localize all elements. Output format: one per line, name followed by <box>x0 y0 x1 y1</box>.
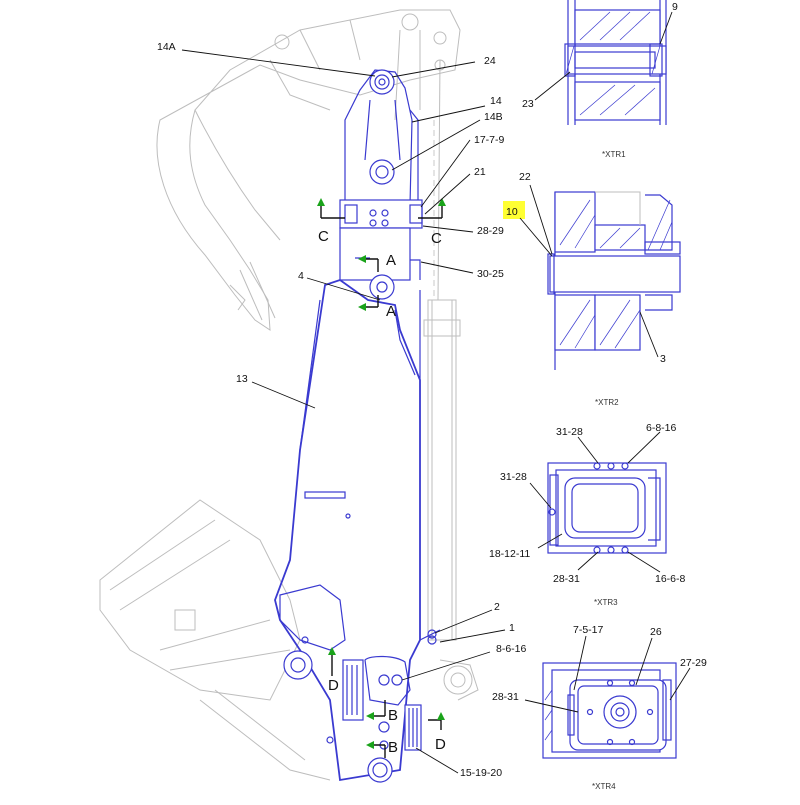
section-markers: C C A A D D B B <box>317 198 446 758</box>
section-label-b-top: B <box>388 707 398 724</box>
callout-27-29: 27-29 <box>680 657 707 669</box>
callout-4: 4 <box>298 270 304 282</box>
callout-18-12-11: 18-12-11 <box>489 548 530 560</box>
section-label-c-right: C <box>431 230 442 247</box>
detail-xtr3: 31-28 6-8-16 31-28 18-12-11 28-31 16-6-8… <box>489 422 686 607</box>
callout-16-6-8: 16-6-8 <box>655 573 686 585</box>
callout-3: 3 <box>660 353 666 365</box>
callout-28-31-xtr3: 28-31 <box>553 573 580 585</box>
callout-28-31-xtr4: 28-31 <box>492 691 519 703</box>
section-label-d-right: D <box>435 736 446 753</box>
callout-2: 2 <box>494 601 500 613</box>
callout-31-28-left: 31-28 <box>500 471 527 483</box>
section-label-b-bottom: B <box>388 739 398 756</box>
detail-xtr4: 7-5-17 26 27-29 28-31 *XTR4 <box>492 624 707 791</box>
stick-assembly <box>274 69 441 783</box>
callout-14b: 14B <box>484 111 503 123</box>
callout-15-19-20: 15-19-20 <box>460 767 502 779</box>
section-label-d-left: D <box>328 677 339 694</box>
callout-6-8-16: 6-8-16 <box>646 422 677 434</box>
callout-10-highlight <box>503 201 525 219</box>
callout-1: 1 <box>509 622 515 634</box>
callout-14: 14 <box>490 95 502 107</box>
caption-xtr4: *XTR4 <box>592 782 616 791</box>
callout-31-28-top: 31-28 <box>556 426 583 438</box>
caption-xtr1: *XTR1 <box>602 150 626 159</box>
callout-30-25: 30-25 <box>477 268 504 280</box>
callout-13: 13 <box>236 373 248 385</box>
callout-24: 24 <box>484 55 496 67</box>
callout-10: 10 <box>506 206 518 218</box>
section-label-c-left: C <box>318 228 329 245</box>
detail-xtr2: 22 10 3 *XTR2 <box>503 171 681 407</box>
callout-22: 22 <box>519 171 531 183</box>
main-callouts: 14A 24 14 14B 17-7-9 21 28-29 30-25 4 13… <box>157 41 527 779</box>
callout-23: 23 <box>522 98 534 110</box>
section-label-a-bottom: A <box>386 303 396 320</box>
callout-17-7-9: 17-7-9 <box>474 134 505 146</box>
callout-9: 9 <box>672 1 678 13</box>
callout-8-6-16: 8-6-16 <box>496 643 527 655</box>
detail-xtr1: 9 23 *XTR1 <box>522 0 678 159</box>
caption-xtr3: *XTR3 <box>594 598 618 607</box>
callout-26: 26 <box>650 626 662 638</box>
callout-14a: 14A <box>157 41 176 53</box>
callout-21: 21 <box>474 166 486 178</box>
caption-xtr2: *XTR2 <box>595 398 619 407</box>
section-label-a-top: A <box>386 252 396 269</box>
callout-7-5-17: 7-5-17 <box>573 624 604 636</box>
callout-28-29: 28-29 <box>477 225 504 237</box>
